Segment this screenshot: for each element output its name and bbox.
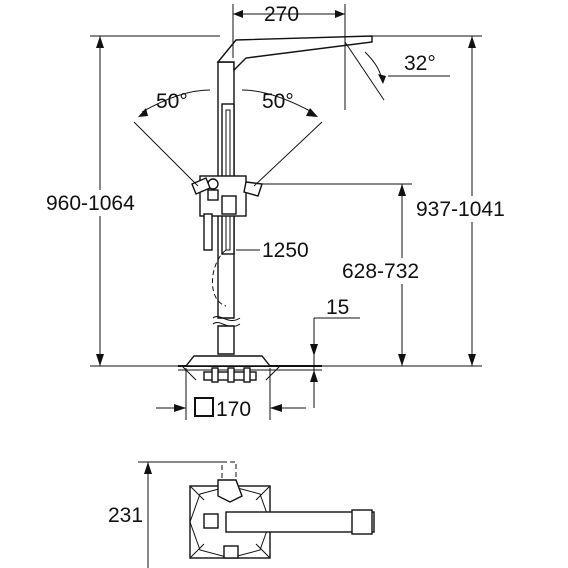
faucet-spout <box>216 35 373 72</box>
dim-spout-angle: 32° <box>344 41 450 101</box>
lever-left <box>191 177 211 195</box>
dim-label-hose-length: 1250 <box>262 239 309 262</box>
dim-floor-thickness: 15 <box>310 296 360 408</box>
dim-swivel-left: 50° <box>133 89 211 187</box>
dim-label-base-size: 170 <box>216 398 251 421</box>
dim-hose-length: 1250 <box>236 239 309 262</box>
faucet-front-view <box>191 35 373 355</box>
dim-spout-height: 937-1041 <box>322 35 532 367</box>
dim-label-wall-offset: 231 <box>108 504 143 527</box>
dim-base-size: 170 <box>156 368 306 421</box>
dim-label-handle-height: 628-732 <box>342 260 419 283</box>
dim-wall-offset: 231 <box>108 461 226 568</box>
faucet-column-lower <box>217 325 235 355</box>
hose-dashed <box>212 249 227 307</box>
dim-label-swivel-right: 50° <box>262 90 294 113</box>
dim-label-spout-reach: 270 <box>264 3 299 26</box>
column-break <box>212 316 241 322</box>
dim-handle-height: 628-732 <box>262 183 452 366</box>
dim-label-total-height: 960-1064 <box>46 192 135 215</box>
dim-spout-reach: 270 <box>232 3 346 110</box>
top-spout <box>225 511 375 533</box>
dim-swivel-right: 50° <box>241 89 323 187</box>
floor-assembly <box>178 355 322 383</box>
faucet-top-view <box>189 461 375 559</box>
square-symbol-icon <box>194 397 214 417</box>
base-plate <box>184 355 272 367</box>
dim-label-spout-height: 937-1041 <box>416 198 505 221</box>
dim-label-swivel-left: 50° <box>156 90 188 113</box>
dim-label-floor-thickness: 15 <box>326 296 349 319</box>
dim-total-height: 960-1064 <box>44 35 220 367</box>
dim-label-spout-angle: 32° <box>404 52 436 75</box>
